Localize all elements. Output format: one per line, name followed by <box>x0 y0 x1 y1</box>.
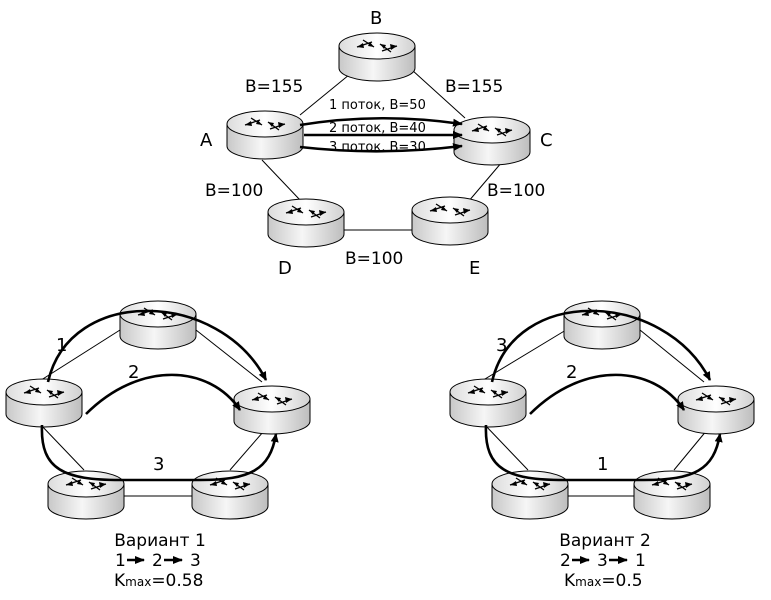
v1-router-right-icon <box>233 385 311 435</box>
link-label-de: B=100 <box>345 249 403 269</box>
flow-label-2: 2 поток, B=40 <box>329 121 426 136</box>
v1-path-label-2: 2 <box>128 362 139 383</box>
router-a-icon <box>226 110 304 160</box>
router-d-icon <box>267 198 345 248</box>
flow-label-3: 3 поток, B=30 <box>329 140 426 155</box>
top-flow-arrows <box>299 116 463 153</box>
variant-2-network: 3 2 1 Вариант 2 2 3 1 Kmax=0.5 <box>449 300 755 591</box>
v2-path-label-1: 1 <box>597 454 608 475</box>
node-label-c: C <box>540 130 553 151</box>
v2-title: Вариант 2 <box>559 531 651 551</box>
node-label-b: B <box>370 8 382 29</box>
v1-path-label-1: 1 <box>56 335 67 356</box>
v2-router-left-icon <box>449 378 527 428</box>
v1-path-label-3: 3 <box>153 454 164 475</box>
v2-path-label-3: 3 <box>496 335 507 356</box>
link-label-ab: B=155 <box>245 77 303 97</box>
v1-router-top-icon <box>119 300 197 350</box>
v2-order-2: 3 <box>597 551 608 571</box>
v1-order-3: 3 <box>190 551 201 571</box>
top-network: B A C D E B=155 B=155 B=100 B=100 B=100 … <box>200 8 553 279</box>
v1-kmax: Kmax=0.58 <box>114 571 203 591</box>
v2-kmax: Kmax=0.5 <box>564 571 643 591</box>
v1-title: Вариант 1 <box>114 531 206 551</box>
router-e-icon <box>411 196 489 246</box>
variant-1-flows <box>40 309 279 482</box>
router-b-icon <box>338 32 416 82</box>
variant-2-flows <box>484 309 723 482</box>
v1-router-left-icon <box>5 378 83 428</box>
node-label-a: A <box>200 130 213 151</box>
link-label-bc: B=155 <box>445 77 503 97</box>
v2-router-top-icon <box>563 300 641 350</box>
v1-order-1: 1 <box>115 551 126 571</box>
v2-order: 2 3 1 <box>560 551 646 571</box>
router-c-icon <box>453 116 531 166</box>
flow-label-1: 1 поток, B=50 <box>329 98 426 113</box>
top-links <box>261 69 503 231</box>
node-label-e: E <box>469 258 480 279</box>
variant-1-network: 1 2 3 Вариант 1 1 2 3 Kmax=0.58 <box>5 300 311 591</box>
v2-order-1: 2 <box>560 551 571 571</box>
v2-order-3: 1 <box>635 551 646 571</box>
link-label-ce: B=100 <box>487 181 545 201</box>
node-label-d: D <box>278 258 292 279</box>
v1-order: 1 2 3 <box>115 551 201 571</box>
v2-router-right-icon <box>677 385 755 435</box>
v1-order-2: 2 <box>152 551 163 571</box>
link-label-ad: B=100 <box>205 181 263 201</box>
v2-path-label-2: 2 <box>566 362 577 383</box>
